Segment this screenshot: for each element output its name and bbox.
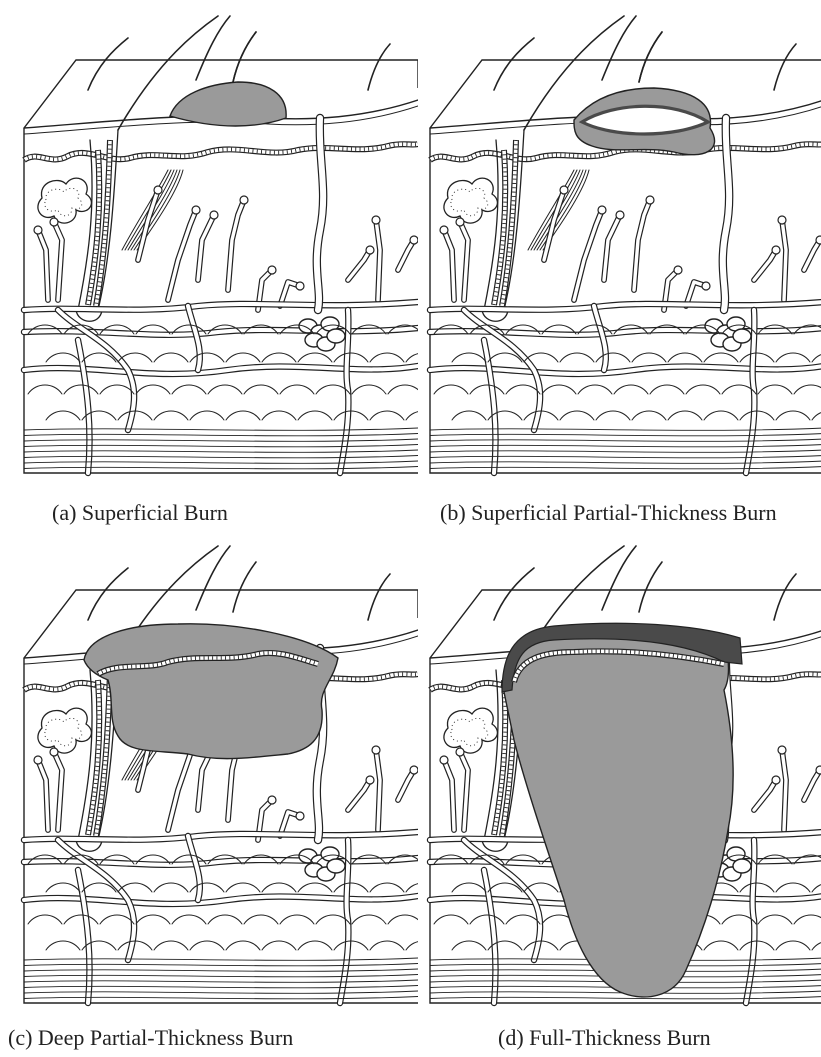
- capillary-tip: [778, 216, 786, 224]
- capillary-tip: [598, 206, 606, 214]
- sweat-gland-coil: [299, 317, 345, 351]
- capillary-tip: [34, 756, 42, 764]
- capillary: [38, 760, 48, 830]
- burn-region: [84, 624, 338, 759]
- capillary: [460, 752, 468, 830]
- capillary: [398, 240, 414, 270]
- skin-diagram-superficial-partial: [424, 10, 821, 480]
- muscle-layer: [24, 958, 418, 999]
- capillary-tip: [366, 776, 374, 784]
- capillary-tip: [456, 218, 464, 226]
- capillary: [544, 190, 564, 260]
- sweat-gland-coil: [299, 847, 345, 881]
- muscle-layer: [24, 428, 418, 469]
- panel-full-thickness-burn: [424, 540, 821, 1010]
- vessel: [188, 836, 200, 900]
- capillary-tip: [816, 236, 821, 244]
- capillary: [604, 215, 620, 280]
- capillary-tip: [440, 756, 448, 764]
- capillary: [804, 240, 820, 270]
- capillary: [782, 750, 786, 830]
- caption-deep-partial-thickness-burn: (c) Deep Partial-Thickness Burn: [8, 1025, 293, 1051]
- capillary-tip: [372, 216, 380, 224]
- capillary-tip: [772, 246, 780, 254]
- capillary-tip: [366, 246, 374, 254]
- capillary-tip: [268, 266, 276, 274]
- panel-superficial-partial-thickness-burn: [424, 10, 821, 480]
- capillary-tip: [778, 746, 786, 754]
- capillary-tip: [50, 218, 58, 226]
- capillary-tip: [816, 766, 821, 774]
- caption-full-thickness-burn: (d) Full-Thickness Burn: [498, 1025, 711, 1051]
- capillary-tip: [268, 796, 276, 804]
- capillary-tip: [296, 812, 304, 820]
- capillary-tip: [456, 748, 464, 756]
- capillary: [444, 760, 454, 830]
- capillary: [460, 222, 468, 300]
- dermal-epidermal-junction: [24, 144, 418, 160]
- capillary: [398, 770, 414, 800]
- capillary: [168, 210, 196, 300]
- capillary: [54, 752, 62, 830]
- capillary-tip: [296, 282, 304, 290]
- vessel: [430, 302, 821, 310]
- caption-superficial-partial-thickness-burn: (b) Superficial Partial-Thickness Burn: [440, 500, 777, 526]
- capillary: [754, 250, 776, 280]
- sebaceous-gland: [38, 178, 92, 223]
- vessel: [594, 306, 606, 370]
- capillary: [138, 190, 158, 260]
- capillary-tip: [372, 746, 380, 754]
- capillary: [804, 770, 820, 800]
- capillary-tip: [410, 766, 418, 774]
- sweat-gland-coil: [705, 317, 751, 351]
- panel-superficial-burn: [18, 10, 418, 480]
- capillary-tip: [210, 211, 218, 219]
- capillary-tip: [440, 226, 448, 234]
- capillary-tip: [772, 776, 780, 784]
- sweat-gland-duct: [723, 118, 729, 310]
- sebaceous-gland: [444, 178, 498, 223]
- vessel: [24, 302, 418, 310]
- vascular-plexus: [430, 302, 821, 473]
- capillary-tip: [616, 211, 624, 219]
- caption-superficial-burn: (a) Superficial Burn: [52, 500, 228, 526]
- capillary: [38, 230, 48, 300]
- capillary-tip: [240, 196, 248, 204]
- sebaceous-gland: [38, 708, 92, 753]
- capillary-tip: [154, 186, 162, 194]
- capillary: [754, 780, 776, 810]
- capillary-tip: [50, 748, 58, 756]
- capillary: [634, 200, 650, 290]
- panel-deep-partial-thickness-burn: [18, 540, 418, 1010]
- capillary: [54, 222, 62, 300]
- capillary-tip: [34, 226, 42, 234]
- capillary: [348, 250, 370, 280]
- skin-diagram-full-thickness: [424, 540, 821, 1010]
- capillary: [348, 780, 370, 810]
- muscle-layer: [430, 428, 821, 469]
- capillary-tip: [560, 186, 568, 194]
- capillary-tip: [702, 282, 710, 290]
- capillary: [376, 750, 380, 830]
- sweat-gland-duct: [317, 118, 323, 310]
- capillary: [444, 230, 454, 300]
- capillary-tip: [646, 196, 654, 204]
- skin-diagram-deep-partial: [18, 540, 418, 1010]
- capillary-tip: [410, 236, 418, 244]
- capillary-tip: [674, 266, 682, 274]
- vessel: [24, 832, 418, 840]
- skin-diagram-superficial: [18, 10, 418, 480]
- capillary: [198, 215, 214, 280]
- sebaceous-gland: [444, 708, 498, 753]
- capillary: [782, 220, 786, 300]
- capillary: [376, 220, 380, 300]
- capillary-tip: [192, 206, 200, 214]
- vessel: [188, 306, 200, 370]
- capillary: [574, 210, 602, 300]
- capillary: [228, 200, 244, 290]
